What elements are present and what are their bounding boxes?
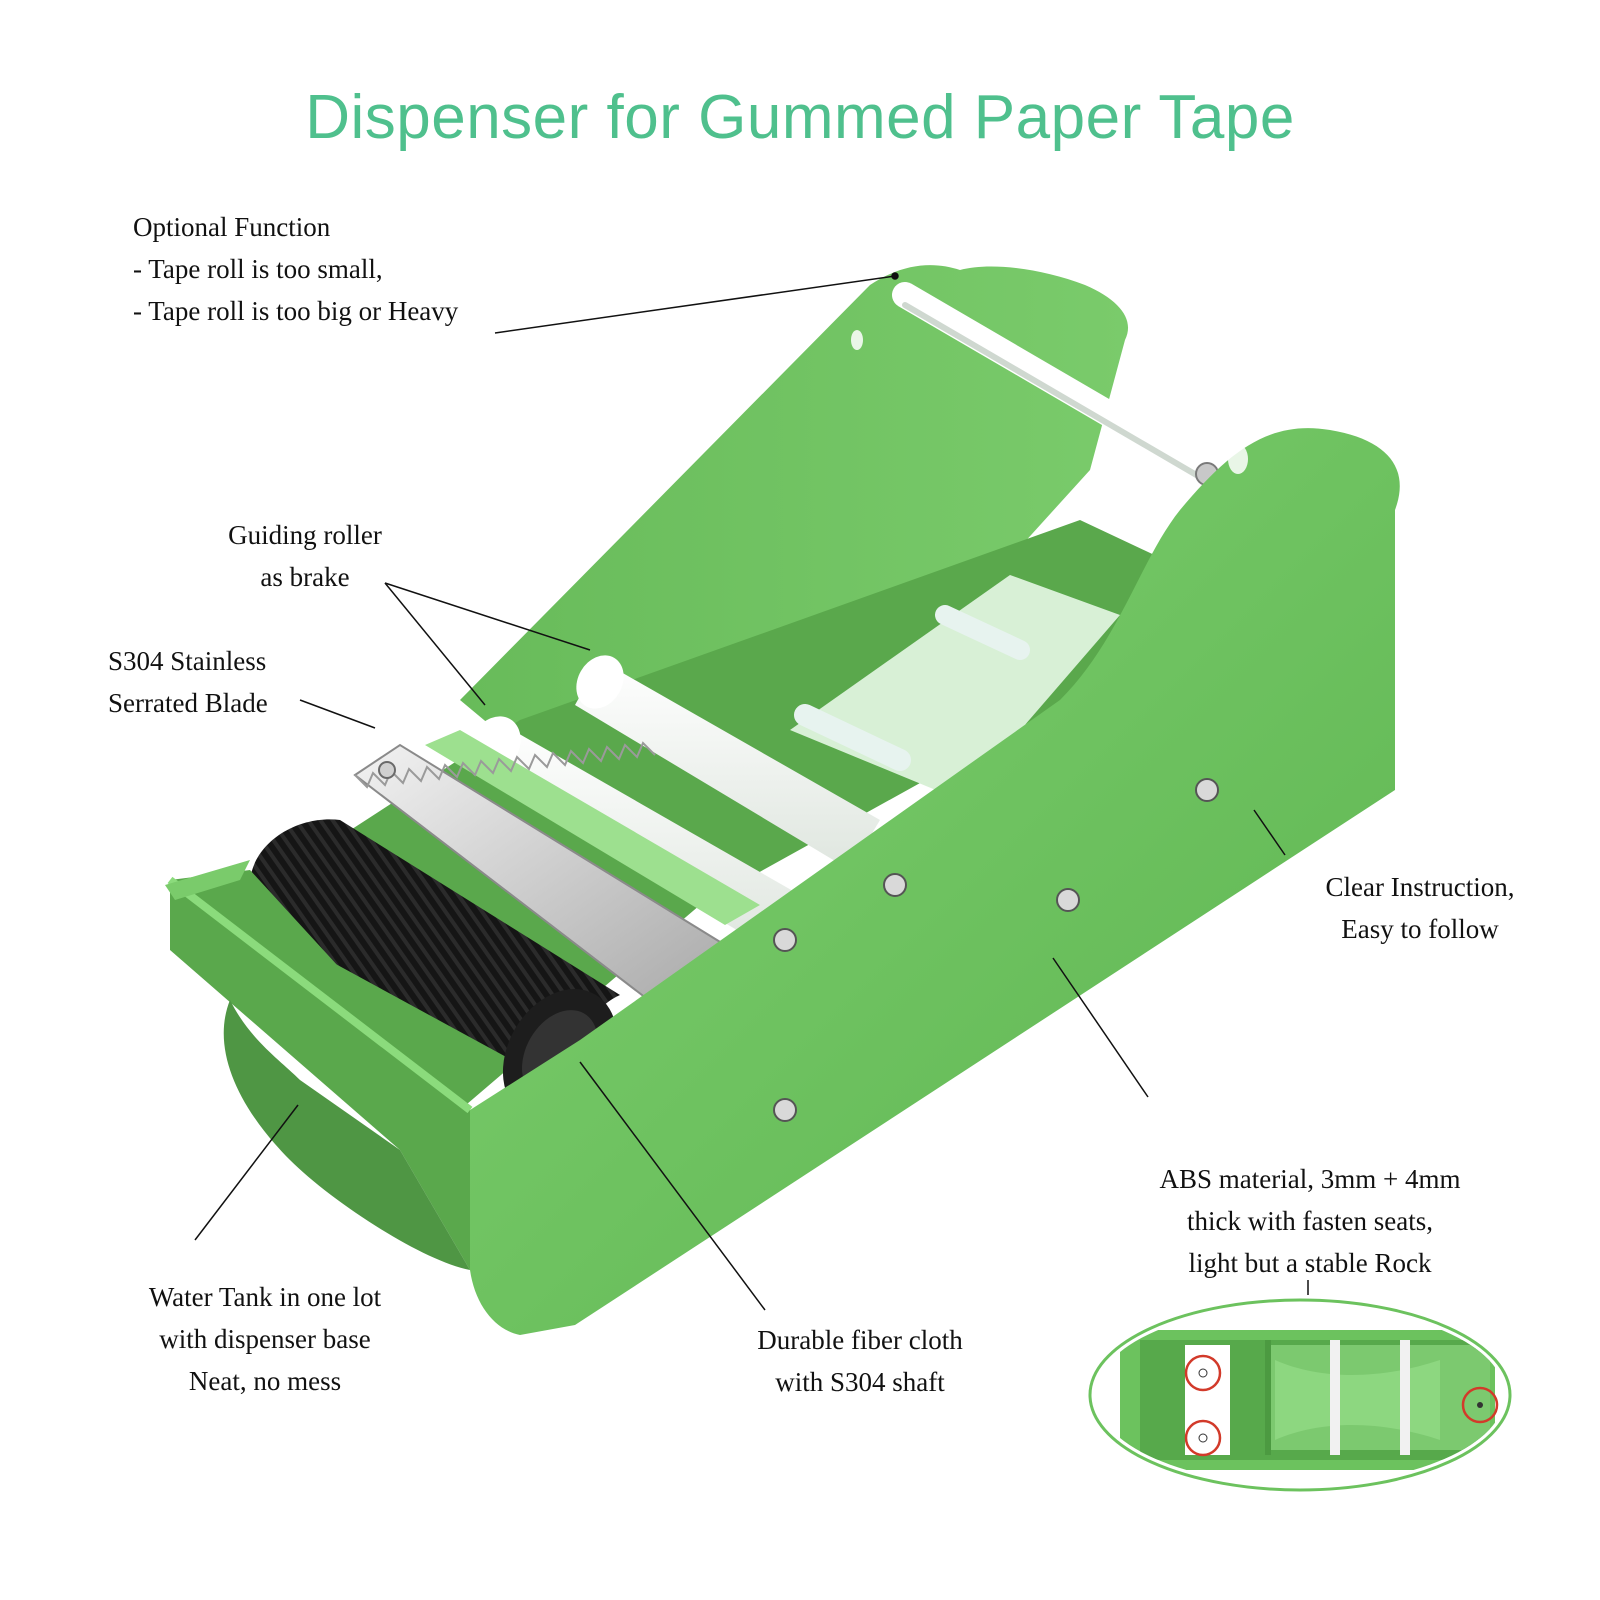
label-line: Neat, no mess bbox=[188, 1366, 342, 1396]
label-fiber-cloth: Durable fiber cloth with S304 shaft bbox=[735, 1319, 985, 1403]
label-line: light but a stable Rock bbox=[1188, 1248, 1432, 1278]
top-view-inset bbox=[1088, 1298, 1512, 1492]
label-guiding-roller: Guiding roller as brake bbox=[205, 514, 405, 598]
label-line: Durable fiber cloth bbox=[757, 1325, 963, 1355]
label-line: Easy to follow bbox=[1341, 914, 1499, 944]
front-tray-wall bbox=[170, 870, 470, 1270]
label-line: as brake bbox=[260, 562, 350, 592]
label-line: ABS material, 3mm + 4mm bbox=[1159, 1164, 1461, 1194]
front-side-plate bbox=[470, 428, 1400, 1335]
plate-screws bbox=[773, 778, 1219, 1122]
label-line: with dispenser base bbox=[159, 1324, 371, 1354]
label-line: S304 Stainless bbox=[108, 646, 267, 676]
label-line: Serrated Blade bbox=[108, 688, 268, 718]
label-line: - Tape roll is too big or Heavy bbox=[133, 296, 459, 326]
callout-lines bbox=[194, 272, 1309, 1311]
label-line: Guiding roller bbox=[228, 520, 382, 550]
base-shadow bbox=[223, 1000, 470, 1270]
blade-teeth bbox=[354, 741, 656, 789]
label-optional-function: Optional Function - Tape roll is too sma… bbox=[133, 206, 458, 332]
label-line: Clear Instruction, bbox=[1325, 872, 1515, 902]
label-serrated-blade: S304 Stainless Serrated Blade bbox=[108, 640, 268, 724]
plate-holes bbox=[851, 330, 1248, 523]
label-line: Optional Function bbox=[133, 212, 331, 242]
label-line: with S304 shaft bbox=[775, 1367, 945, 1397]
blade-holder bbox=[425, 730, 760, 925]
label-abs-material: ABS material, 3mm + 4mm thick with faste… bbox=[1140, 1158, 1480, 1284]
label-line: Water Tank in one lot bbox=[148, 1282, 382, 1312]
label-water-tank: Water Tank in one lot with dispenser bas… bbox=[120, 1276, 410, 1402]
label-line: - Tape roll is too small, bbox=[133, 254, 383, 284]
page-title: Dispenser for Gummed Paper Tape bbox=[305, 83, 1295, 152]
support-pegs bbox=[794, 605, 1030, 771]
label-line: thick with fasten seats, bbox=[1187, 1206, 1433, 1236]
label-clear-instruction: Clear Instruction, Easy to follow bbox=[1305, 866, 1535, 950]
